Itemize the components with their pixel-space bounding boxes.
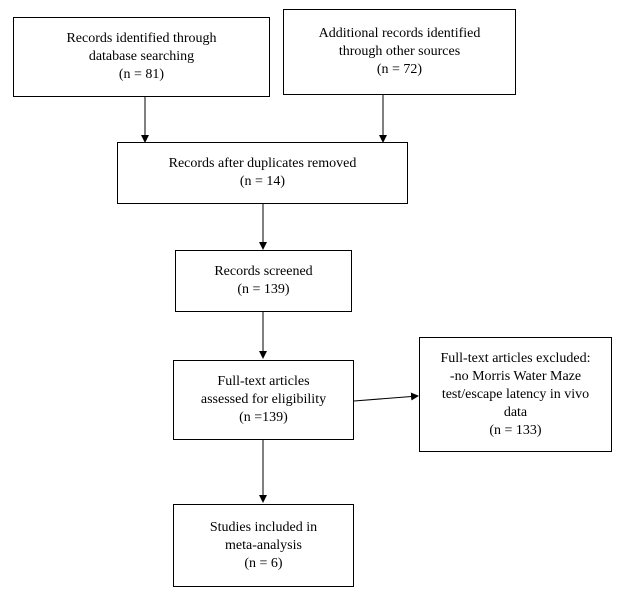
- box-records-screened: Records screened (n = 139): [175, 250, 352, 312]
- box-line: Records after duplicates removed: [168, 156, 357, 171]
- box-line: (n = 72): [376, 62, 423, 77]
- box-line: Full-text articles: [217, 374, 310, 389]
- box-line: database searching: [88, 49, 195, 64]
- box-fulltext-assessed: Full-text articles assessed for eligibil…: [173, 360, 354, 440]
- box-line: Records screened: [214, 264, 313, 279]
- box-line: test/escape latency in vivo: [441, 386, 590, 402]
- box-line: (n = 81): [118, 67, 165, 82]
- box-line: Additional records identified: [318, 26, 481, 41]
- box-line: (n = 6): [244, 555, 283, 571]
- box-line: (n = 14): [239, 174, 286, 189]
- box-line: assessed for eligibility: [200, 392, 327, 407]
- box-line: -no Morris Water Maze: [449, 368, 582, 384]
- box-line: Full-text articles excluded:: [440, 350, 591, 366]
- arrow-assessed-to-excluded: [353, 392, 419, 402]
- box-line: Studies included in: [209, 519, 318, 535]
- box-records-identified-other: Additional records identified through ot…: [283, 9, 516, 95]
- box-line: data: [503, 404, 528, 420]
- box-fulltext-excluded: Full-text articles excluded: -no Morris …: [419, 337, 612, 452]
- box-records-after-duplicates: Records after duplicates removed (n = 14…: [117, 142, 408, 204]
- box-records-identified-database: Records identified through database sear…: [13, 17, 270, 97]
- box-line: through other sources: [338, 44, 461, 59]
- box-studies-included: Studies included in meta-analysis (n = 6…: [173, 504, 354, 587]
- box-line: (n = 133): [489, 422, 542, 438]
- box-line: Records identified through: [66, 31, 217, 46]
- box-line: meta-analysis: [225, 537, 302, 553]
- box-line: (n = 139): [237, 282, 290, 297]
- box-line: (n =139): [239, 410, 288, 425]
